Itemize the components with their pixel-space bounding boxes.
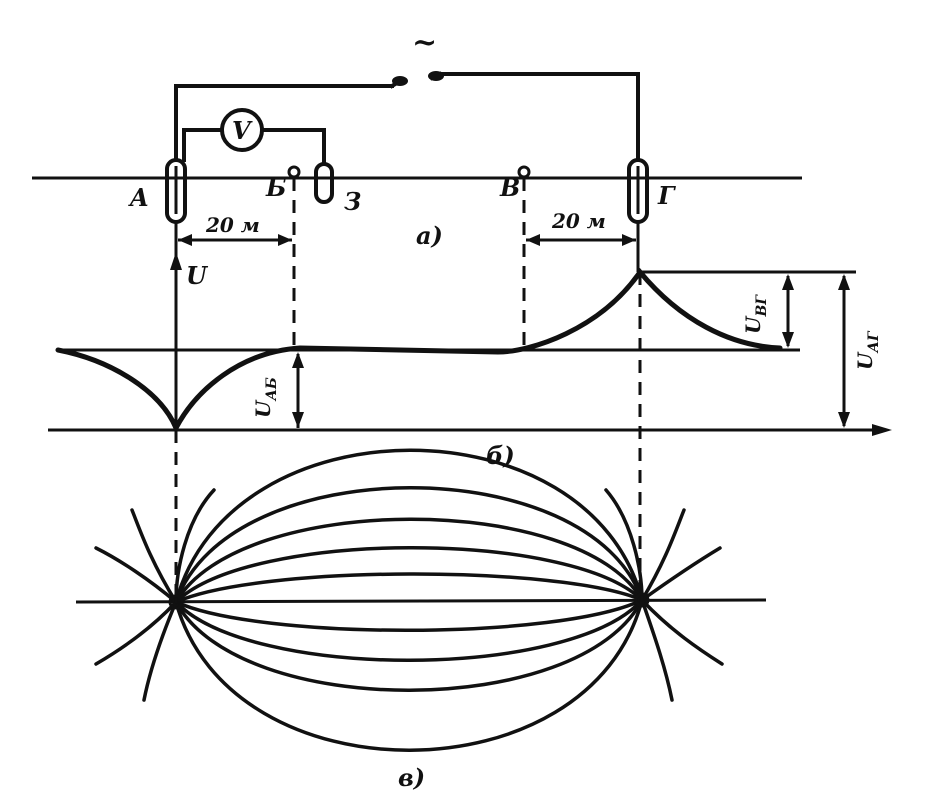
field-line	[174, 598, 644, 662]
field-line	[174, 448, 644, 604]
label-g: Г	[657, 181, 676, 210]
uag-label: UАГ	[853, 330, 882, 370]
supply-wire-right	[438, 72, 640, 162]
dimension-right-arrow-end	[622, 234, 636, 246]
label-z: З	[344, 187, 361, 216]
field-line	[174, 486, 644, 604]
uvg-label: UВГ	[741, 294, 770, 334]
voltmeter-label: V	[232, 116, 253, 145]
label-a: A	[128, 183, 149, 212]
field-ray	[604, 488, 644, 602]
field-line	[174, 598, 644, 752]
uag-main: U	[853, 351, 877, 370]
uab-label: UАБ	[251, 377, 280, 418]
circuit-panel: ~ V A Б З В Г 20 м 20 м а)	[32, 25, 802, 250]
uvg-arrow-top	[782, 274, 794, 290]
uag-arrow-top	[838, 274, 850, 290]
baseline-arrow	[872, 424, 892, 436]
field-axis-line	[75, 598, 767, 604]
source-contact-left	[392, 76, 408, 86]
field-line	[174, 517, 644, 604]
dimension-left-label: 20 м	[205, 213, 260, 237]
panel-label-a: а)	[416, 221, 443, 250]
field-ray	[130, 508, 178, 604]
u-arrow-head	[170, 252, 182, 270]
field-ray	[94, 600, 178, 666]
field-line	[174, 572, 644, 604]
voltmeter-icon	[220, 108, 264, 152]
dimension-left-arrow-start	[178, 234, 192, 246]
supply-wire	[174, 84, 394, 162]
field-ray	[640, 508, 686, 602]
uab-arrow-top	[292, 352, 304, 368]
electrode-z-icon	[314, 162, 334, 204]
field-ray	[640, 598, 674, 702]
ac-source-label: ~	[412, 25, 437, 60]
uag-subscript: АГ	[866, 330, 882, 353]
field-ray	[142, 600, 178, 702]
field-panel: в)	[75, 272, 767, 792]
uvg-arrow-bottom	[782, 332, 794, 348]
probe-b-icon	[287, 165, 301, 179]
field-line	[174, 598, 644, 692]
potential-panel: U UАБ UВГ UАГ б)	[48, 178, 892, 470]
field-ray	[94, 546, 178, 604]
field-ray	[174, 488, 216, 604]
dimension-right-label: 20 м	[551, 209, 606, 233]
label-b: Б	[265, 173, 287, 202]
voltmeter-wire-right	[260, 128, 326, 166]
label-v: В	[499, 173, 520, 202]
uag-arrow-bottom	[838, 412, 850, 428]
uvg-main: U	[741, 315, 765, 334]
probe-v-icon	[517, 165, 531, 179]
source-contact-right	[428, 71, 444, 81]
uvg-subscript: ВГ	[754, 294, 770, 318]
dimension-left-arrow-end	[278, 234, 292, 246]
panel-label-v: в)	[398, 763, 425, 792]
u-label: U	[186, 261, 209, 290]
field-ray	[640, 546, 722, 602]
uab-arrow-bottom	[292, 412, 304, 428]
dimension-right-arrow-start	[526, 234, 540, 246]
electrode-a-plan-icon	[168, 594, 184, 610]
electrode-g-plan-icon	[634, 592, 650, 608]
field-line	[174, 546, 644, 604]
uab-subscript: АБ	[264, 377, 280, 401]
field-lines	[94, 448, 724, 752]
voltmeter-wire-left	[182, 128, 224, 162]
field-ray	[640, 598, 724, 666]
potential-curve	[55, 267, 783, 434]
field-line	[174, 598, 644, 632]
uab-main: U	[251, 399, 275, 418]
